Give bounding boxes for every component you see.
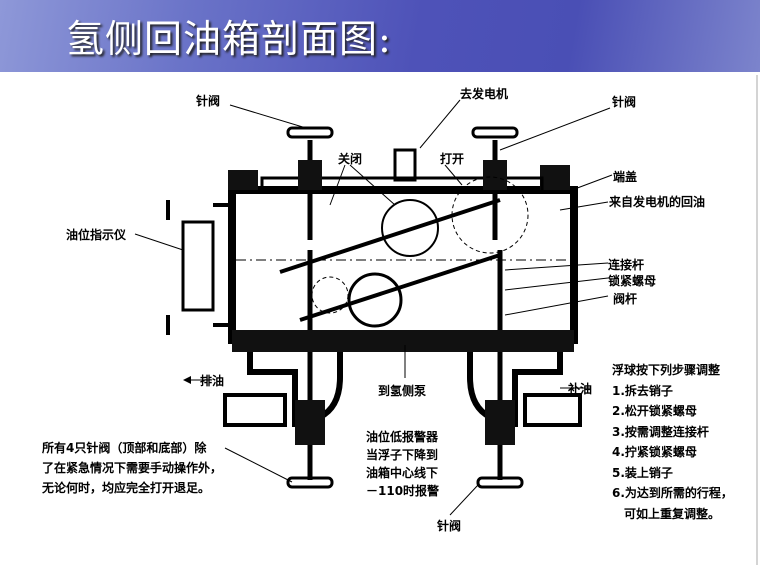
valve-note-line: 所有4只针阀（顶部和底部）除 xyxy=(42,441,207,455)
needle-valve-bottom-left xyxy=(286,476,334,489)
label-drain: 排油 xyxy=(200,374,225,388)
needle-valve-bottom-right xyxy=(476,476,524,489)
valve-note-line: 了在紧急情况下需要手动操作外， xyxy=(42,461,223,475)
label-needle-valve-left: 针阀 xyxy=(196,94,221,108)
end-cover-left xyxy=(228,170,258,190)
alarm-line: 油位低报警器 xyxy=(366,430,439,444)
label-to-pump: 到氢侧泵 xyxy=(378,384,427,398)
step-item: 可如上重复调整。 xyxy=(612,506,721,521)
title-banner xyxy=(0,0,760,72)
step-item: 4.拧紧锁紧螺母 xyxy=(612,445,697,459)
label-close: 关闭 xyxy=(338,152,363,166)
label-return-oil: 来自发电机的回油 xyxy=(609,195,706,209)
steps-title: 浮球按下列步骤调整 xyxy=(612,363,721,377)
connecting-rod xyxy=(279,198,501,274)
step-item: 1.拆去销子 xyxy=(612,383,673,398)
alarm-note: 油位低报警器 当浮子下降到 油箱中心线下 －110时报警 xyxy=(366,428,439,500)
label-level-indicator: 油位指示仪 xyxy=(66,228,127,242)
valve-note: 所有4只针阀（顶部和底部）除 了在紧急情况下需要手动操作外， 无论何时，均应完全… xyxy=(42,438,222,498)
valve-note-line: 无论何时，均应完全打开退足。 xyxy=(42,481,211,495)
label-valve-stem: 阀杆 xyxy=(613,292,638,306)
tank-shell xyxy=(228,186,578,344)
alarm-line: 油箱中心线下 xyxy=(366,466,439,480)
alarm-line: －110时报警 xyxy=(366,484,440,498)
needle-valve-top-left xyxy=(286,126,334,240)
outlet-pipe xyxy=(393,148,417,182)
adjustment-steps: 浮球按下列步骤调整 1.拆去销子 2.松开锁紧螺母 3.按需调整连接杆 4.拧紧… xyxy=(612,360,733,524)
step-item: 3.按需调整连接杆 xyxy=(612,424,709,439)
label-lock-nut: 锁紧螺母 xyxy=(608,274,657,288)
tank-bottom xyxy=(232,330,574,352)
alarm-line: 当浮子下降到 xyxy=(366,448,439,462)
label-needle-valve-bottom: 针阀 xyxy=(437,519,462,533)
label-needle-valve-right: 针阀 xyxy=(612,95,637,109)
step-item: 2.松开锁紧螺母 xyxy=(612,404,697,418)
label-makeup-oil: 补油 xyxy=(568,382,593,396)
needle-valve-top-right xyxy=(471,126,519,240)
end-cover-right xyxy=(540,165,570,190)
float-closed xyxy=(381,199,439,257)
label-open: 打开 xyxy=(440,152,465,166)
label-end-cover: 端盖 xyxy=(613,170,638,184)
float-open xyxy=(347,272,403,328)
label-connecting-rod: 连接杆 xyxy=(608,258,645,272)
level-gauge xyxy=(181,220,215,312)
slide-title: 氢侧回油箱剖面图: xyxy=(66,17,392,61)
label-to-generator: 去发电机 xyxy=(460,87,509,101)
step-item: 6.为达到所需的行程， xyxy=(612,486,733,500)
step-item: 5.装上销子 xyxy=(612,465,673,480)
